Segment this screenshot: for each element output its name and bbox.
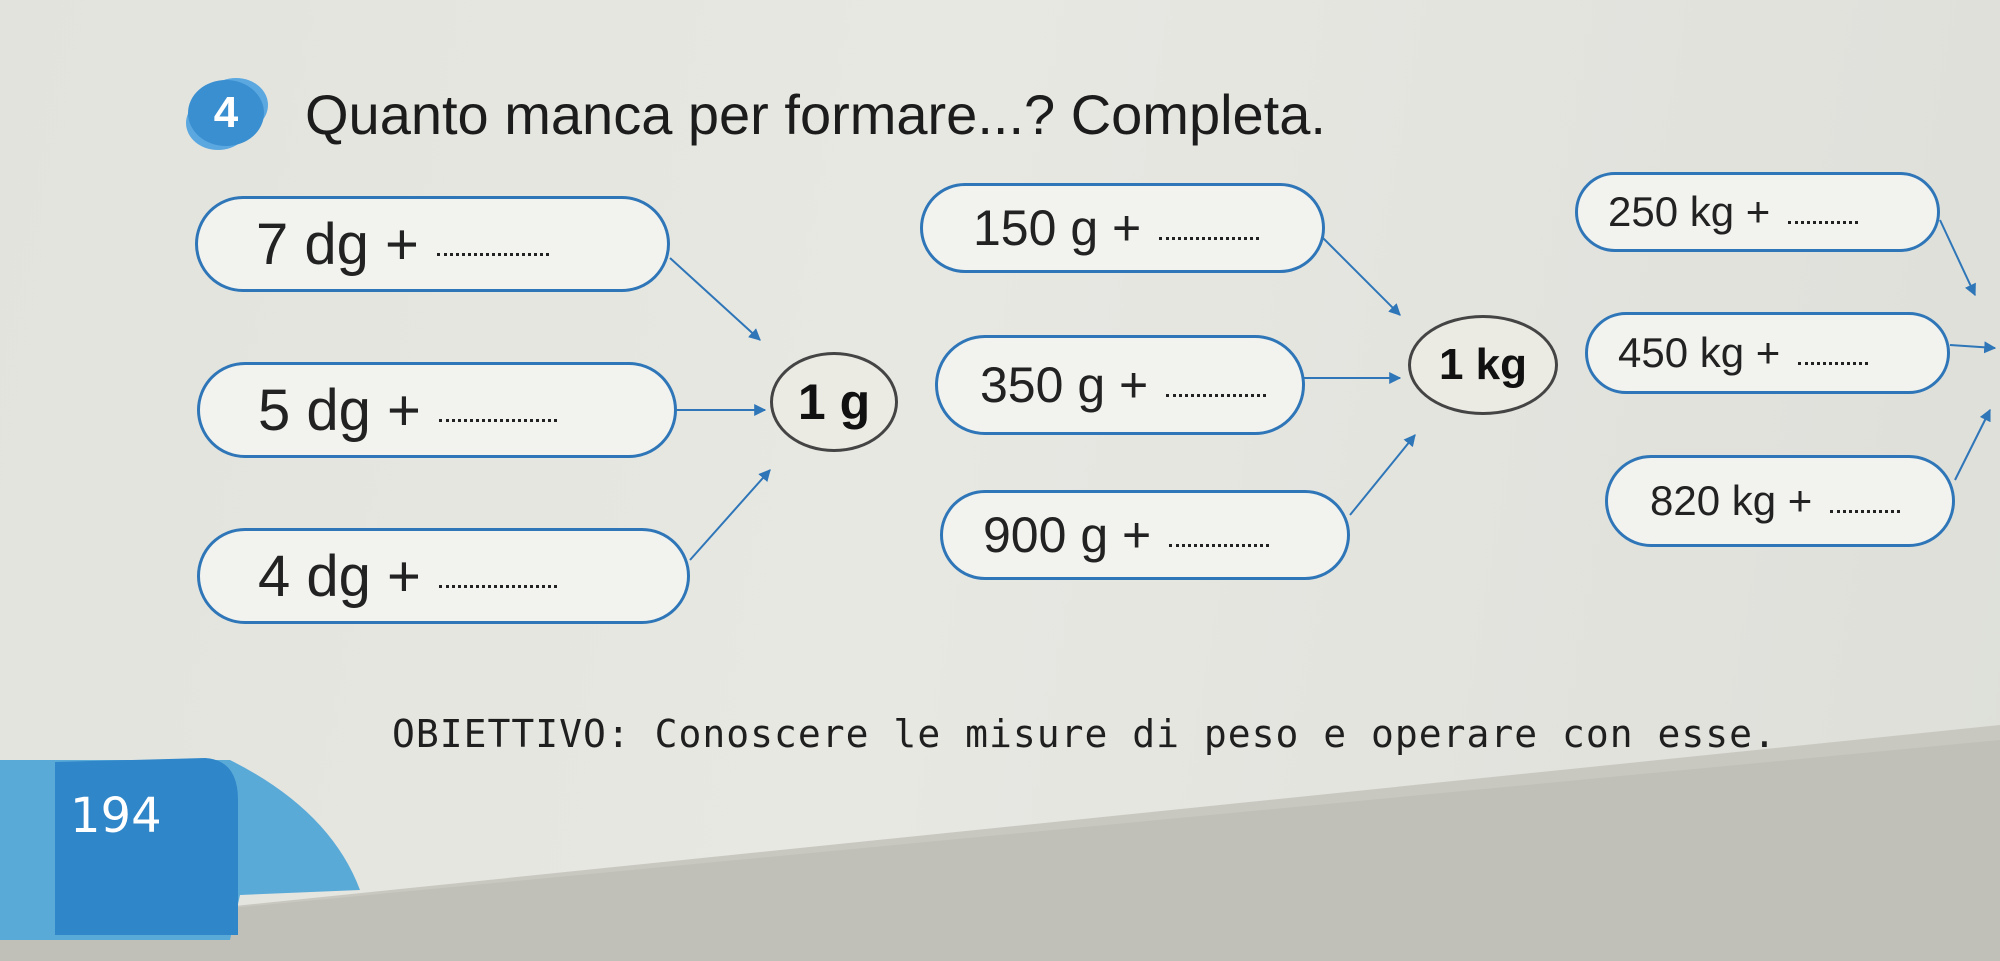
pill-4dg: 4 dg +	[197, 528, 690, 624]
arrow-7dg	[669, 257, 761, 341]
answer-blank[interactable]	[1159, 236, 1260, 240]
exercise-title: Quanto manca per formare...? Completa.	[305, 83, 1326, 146]
answer-blank[interactable]	[438, 584, 557, 588]
target-label: 1 kg	[1438, 340, 1528, 389]
pill-150g: 150 g +	[920, 183, 1325, 273]
pill-7dg: 7 dg +	[195, 196, 670, 292]
arrow-900g	[1349, 434, 1416, 516]
answer-blank[interactable]	[1830, 509, 1901, 513]
answer-blank[interactable]	[438, 418, 557, 422]
arrow-4dg	[689, 469, 771, 561]
arrow-820kg	[1954, 408, 1991, 481]
pill-expression: 820 kg +	[1650, 477, 1813, 524]
pill-900g: 900 g +	[940, 490, 1350, 580]
answer-blank[interactable]	[436, 252, 549, 256]
answer-blank[interactable]	[1169, 543, 1270, 547]
arrow-250kg	[1939, 219, 1976, 297]
arrow-150g	[1319, 234, 1401, 316]
pill-5dg: 5 dg +	[197, 362, 677, 458]
exercise-number: 4	[213, 88, 239, 137]
pill-expression: 4 dg +	[258, 543, 421, 609]
pill-450kg: 450 kg +	[1585, 312, 1950, 394]
pill-expression: 900 g +	[983, 507, 1152, 563]
page-number: 194	[70, 788, 162, 844]
pill-expression: 450 kg +	[1618, 329, 1781, 376]
exercise-number-badge: 4	[188, 80, 264, 146]
pill-expression: 7 dg +	[256, 211, 419, 277]
pill-250kg: 250 kg +	[1575, 172, 1940, 252]
answer-blank[interactable]	[1798, 361, 1869, 365]
pill-820kg: 820 kg +	[1605, 455, 1955, 547]
pill-expression: 250 kg +	[1608, 188, 1771, 235]
target-1g: 1 g	[770, 352, 898, 452]
learning-objective: OBIETTIVO: Conoscere le misure di peso e…	[392, 712, 1777, 756]
target-label: 1 g	[797, 374, 871, 430]
pill-expression: 5 dg +	[258, 377, 421, 443]
target-1kg: 1 kg	[1408, 315, 1558, 415]
pill-expression: 350 g +	[980, 357, 1149, 413]
pill-expression: 150 g +	[973, 200, 1142, 256]
answer-blank[interactable]	[1166, 393, 1267, 397]
arrow-450kg	[1949, 341, 1997, 354]
pill-350g: 350 g +	[935, 335, 1305, 435]
answer-blank[interactable]	[1788, 220, 1859, 224]
